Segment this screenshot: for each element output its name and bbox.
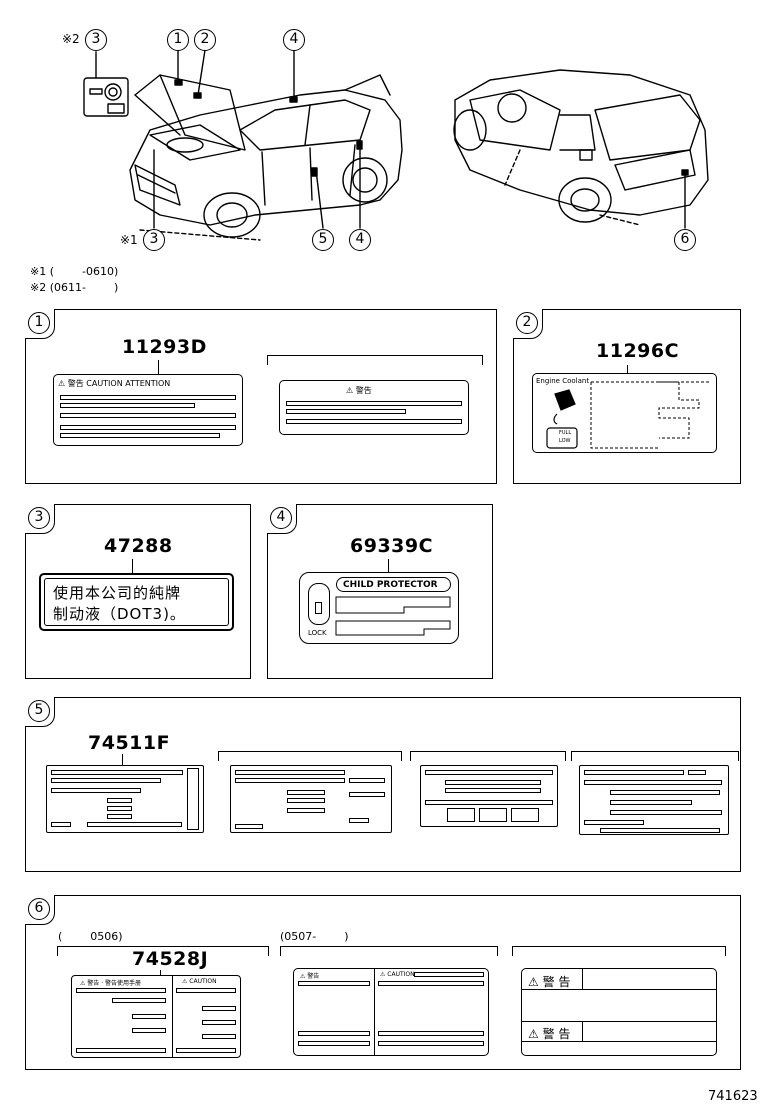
panel-1-tab: 1 bbox=[25, 309, 55, 339]
label-69339C: CHILD PROTECTOR LOCK bbox=[299, 572, 459, 644]
front-car-body bbox=[129, 89, 403, 226]
label-74528J-c-warn2: ⚠ 警 告 bbox=[528, 1027, 571, 1041]
label-11293D-b-header: ⚠ 警告 bbox=[346, 386, 372, 395]
label-69339C-lock: LOCK bbox=[308, 629, 327, 637]
panel-4: 4 69339C CHILD PROTECTOR LOCK bbox=[267, 504, 493, 679]
panel-6-range-b: (0507- ) bbox=[280, 930, 349, 943]
label-74511F-b bbox=[230, 765, 392, 833]
callout-4-bottom: 4 bbox=[349, 229, 371, 251]
panel-1: 1 11293D ⚠ 警告 CAUTION ATTENTION ⚠ 警告 bbox=[25, 309, 497, 484]
panel-6-tab: 6 bbox=[25, 895, 55, 925]
panel-6: 6 ( 0506) (0507- ) 74528J ⚠ 警告 · 警告使用手册 … bbox=[25, 895, 741, 1070]
callout-2: 2 bbox=[194, 29, 216, 51]
label-74511F-c bbox=[420, 765, 558, 827]
label-11293D-a: ⚠ 警告 CAUTION ATTENTION bbox=[53, 374, 243, 446]
coolant-pour-icon bbox=[546, 389, 578, 449]
label-11293D-a-header: ⚠ 警告 CAUTION ATTENTION bbox=[58, 379, 171, 388]
callout-3-bottom: 3 bbox=[143, 229, 165, 251]
panel-4-part-number: 69339C bbox=[350, 535, 434, 557]
vehicle-overview-illustration bbox=[83, 49, 709, 241]
label-74528J-a: ⚠ 警告 · 警告使用手册 ⚠ CAUTION bbox=[71, 975, 241, 1058]
panel-5-number: 5 bbox=[28, 700, 50, 722]
callout-1: 1 bbox=[167, 29, 189, 51]
panel-1-number: 1 bbox=[28, 312, 50, 334]
note-2: ※2 (0611- ) bbox=[30, 281, 118, 294]
callout-3-top: 3 bbox=[85, 29, 107, 51]
panel-2: 2 11296C Engine Coolant FULL LOW bbox=[513, 309, 741, 484]
panel-3-tab: 3 bbox=[25, 504, 55, 534]
label-74528J-b: ⚠ 警告 ⚠ CAUTION bbox=[293, 968, 489, 1056]
panel-6-number: 6 bbox=[28, 898, 50, 920]
note-2-mark: ※2 bbox=[30, 281, 47, 294]
callout-prefix-note2: ※2 bbox=[62, 32, 80, 46]
rear-car-body bbox=[454, 69, 709, 216]
note-1: ※1 ( -0610) bbox=[30, 265, 118, 278]
label-11293D-b: ⚠ 警告 bbox=[279, 380, 469, 435]
panel-5: 5 74511F bbox=[25, 697, 741, 872]
panel-3-part-number: 47288 bbox=[104, 535, 173, 557]
panel-3: 3 47288 使用本公司的純牌 制动液（DOT3)。 bbox=[25, 504, 251, 679]
panel-6-part-number: 74528J bbox=[132, 948, 209, 970]
label-11293D-b-bracket bbox=[267, 355, 483, 365]
panel-4-tab: 4 bbox=[267, 504, 297, 534]
label-74528J-c: ⚠ 警 告 ⚠ 警 告 bbox=[521, 968, 717, 1056]
label-11296C-low: LOW bbox=[559, 438, 571, 444]
callout-4-top: 4 bbox=[283, 29, 305, 51]
label-69339C-header: CHILD PROTECTOR bbox=[336, 577, 451, 592]
label-47288-line1: 使用本公司的純牌 bbox=[53, 584, 182, 602]
callout-6: 6 bbox=[674, 229, 696, 251]
label-11296C: Engine Coolant FULL LOW bbox=[532, 373, 717, 453]
label-11296C-title: Engine Coolant bbox=[536, 377, 590, 385]
panel-2-number: 2 bbox=[516, 312, 538, 334]
panel-2-tab: 2 bbox=[513, 309, 543, 339]
panel-1-part-number: 11293D bbox=[122, 336, 207, 358]
panel-5-tab: 5 bbox=[25, 697, 55, 727]
label-74511F-a bbox=[46, 765, 204, 833]
label-47288-line2: 制动液（DOT3)。 bbox=[53, 605, 186, 623]
note-2-range: (0611- ) bbox=[49, 281, 119, 294]
lock-switch-icon bbox=[308, 583, 330, 625]
label-74511F-d bbox=[579, 765, 729, 835]
panel-5-part-number: 74511F bbox=[88, 732, 171, 754]
callout-5: 5 bbox=[312, 229, 334, 251]
panel-4-number: 4 bbox=[270, 507, 292, 529]
label-47288: 使用本公司的純牌 制动液（DOT3)。 bbox=[39, 573, 234, 631]
panel-3-number: 3 bbox=[28, 507, 50, 529]
label-11296C-full: FULL bbox=[559, 430, 572, 436]
figure-id: 741623 bbox=[708, 1089, 758, 1104]
note-1-mark: ※1 bbox=[30, 265, 47, 278]
panel-2-part-number: 11296C bbox=[596, 340, 680, 362]
note-1-range: ( -0610) bbox=[49, 265, 119, 278]
callout-prefix-note1: ※1 bbox=[120, 233, 138, 247]
label-74528J-c-warn1: ⚠ 警 告 bbox=[528, 975, 571, 989]
open-hood bbox=[159, 74, 246, 151]
panel-6-range-a: ( 0506) bbox=[58, 930, 123, 943]
